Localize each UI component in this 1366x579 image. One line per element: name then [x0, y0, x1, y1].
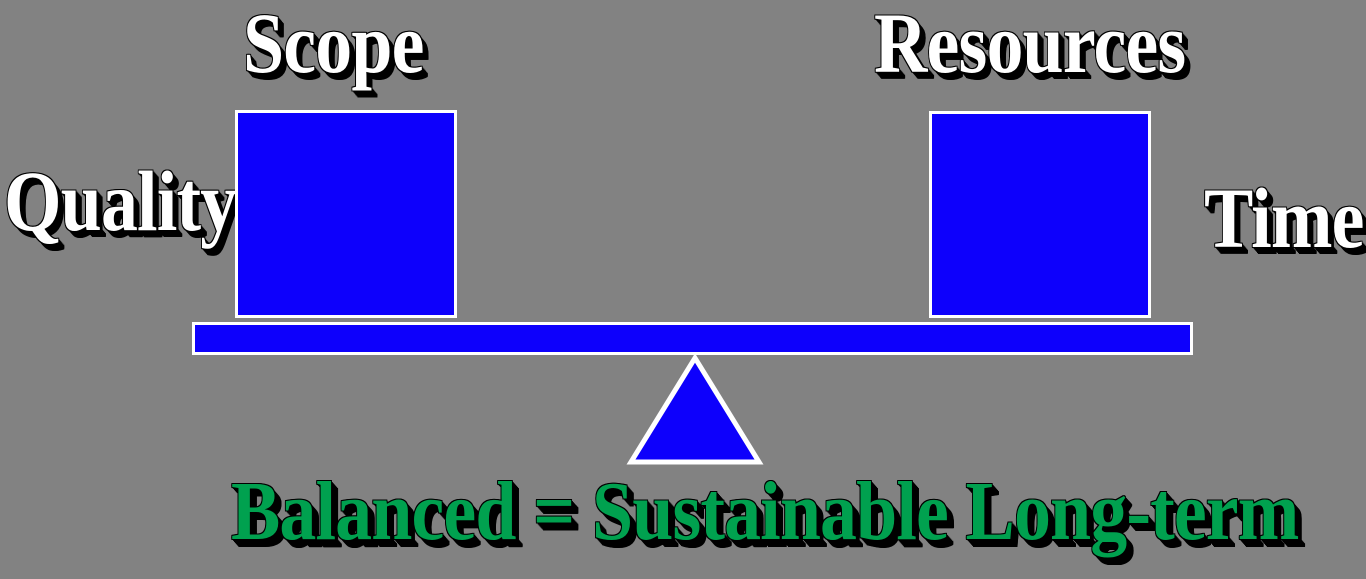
caption-balanced-sustainable: Balanced = Sustainable Long-term [231, 465, 1299, 558]
label-resources: Resources [874, 0, 1186, 91]
right-weight-box [929, 111, 1151, 318]
left-weight-box [235, 110, 457, 318]
balance-beam [192, 322, 1193, 355]
label-time: Time [1204, 170, 1364, 266]
triangle-fulcrum [625, 352, 765, 470]
label-scope: Scope [243, 0, 424, 91]
fulcrum-triangle-icon [626, 353, 764, 465]
label-quality: Quality [4, 153, 237, 249]
